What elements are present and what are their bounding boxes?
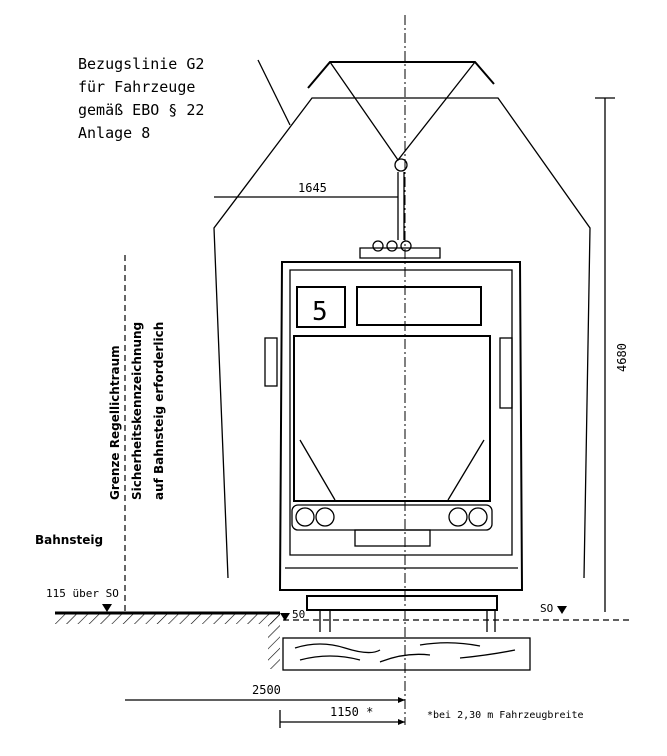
- clearance-label-2: Sicherheitskennzeichnung: [130, 322, 144, 500]
- note-line-4: Anlage 8: [78, 124, 150, 142]
- tram-front: 5: [264, 261, 524, 632]
- note-line-1: Bezugslinie G2: [78, 55, 204, 73]
- note-line-2: für Fahrzeuge: [78, 78, 195, 96]
- note-line-3: gemäß EBO § 22: [78, 101, 204, 119]
- platform-label: Bahnsteig: [35, 533, 103, 547]
- dim-4680-label: 4680: [615, 343, 629, 372]
- footnote: *bei 2,30 m Fahrzeugbreite: [427, 710, 584, 721]
- dim-2500-label: 2500: [252, 683, 281, 697]
- pantograph: [307, 61, 495, 259]
- platform: [55, 604, 280, 669]
- dim-1150-label: 1150 *: [330, 705, 373, 719]
- reference-note: Bezugslinie G2 für Fahrzeuge gemäß EBO §…: [78, 55, 204, 142]
- route-number-display: 5: [312, 297, 328, 327]
- platform-height-label: 115 über SO: [46, 587, 119, 600]
- rail-left-label: 50: [292, 608, 305, 621]
- leader-line: [257, 59, 291, 126]
- track-sleeper: [282, 637, 531, 671]
- clearance-label-3: auf Bahnsteig erforderlich: [152, 322, 166, 500]
- clearance-label-1: Grenze Regellichtraum: [108, 345, 122, 500]
- dim-1645-label: 1645: [298, 181, 327, 195]
- g2-reference-outline: [213, 97, 591, 579]
- rail-right-label: SO: [540, 602, 553, 615]
